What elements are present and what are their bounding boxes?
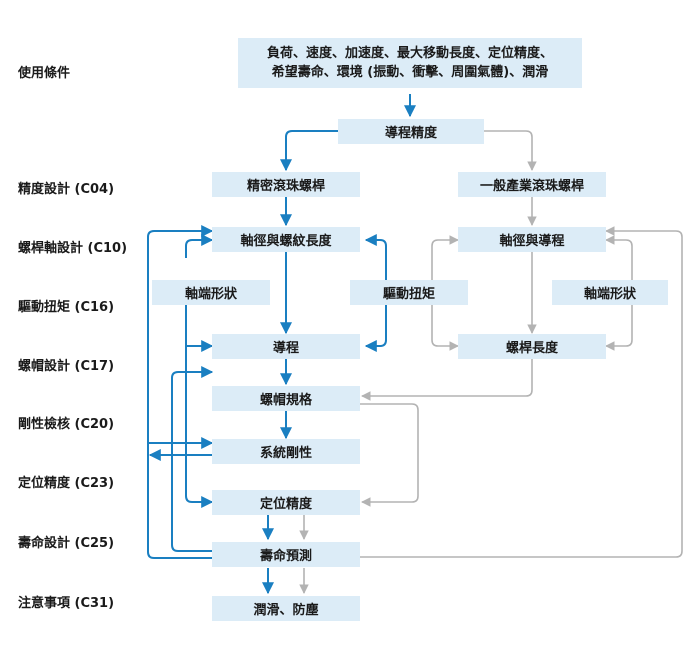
end-shape-box-right: 軸端形狀 — [552, 280, 668, 305]
screw-length-box: 螺桿長度 — [458, 334, 606, 359]
label-drive-torque: 驅動扭矩 (C16) — [18, 300, 115, 315]
usage-conditions-line1: 負荷、速度、加速度、最大移動長度、定位精度、 — [266, 46, 553, 61]
shaft-diameter-thread-length-box: 軸徑與螺紋長度 — [212, 227, 360, 252]
lead-accuracy-box: 導程精度 — [338, 119, 484, 144]
general-industrial-ball-screw-box: 一般產業滾珠螺桿 — [458, 172, 606, 197]
label-rigidity-check: 剛性檢核 (C20) — [18, 417, 115, 432]
life-prediction-box: 壽命預測 — [212, 542, 360, 567]
end-shape-box-left: 軸端形狀 — [152, 280, 270, 305]
nut-spec-box: 螺帽規格 — [212, 386, 360, 411]
lubrication-dustproof-box: 潤滑、防塵 — [212, 596, 360, 621]
label-accuracy-design: 精度設計 (C04) — [18, 182, 115, 197]
label-nut-design: 螺帽設計 (C17) — [18, 359, 115, 374]
precision-ball-screw-box: 精密滾珠螺桿 — [212, 172, 360, 197]
label-conditions: 使用條件 — [18, 66, 71, 81]
lead-box: 導程 — [212, 334, 360, 359]
shaft-diameter-lead-box: 軸徑與導程 — [458, 227, 606, 252]
label-notes: 注意事項 (C31) — [18, 596, 115, 611]
drive-torque-box: 驅動扭矩 — [350, 280, 468, 305]
usage-conditions-box: 負荷、速度、加速度、最大移動長度、定位精度、 希望壽命、環境 (振動、衝擊、周圍… — [238, 38, 582, 88]
usage-conditions-line2: 希望壽命、環境 (振動、衝擊、周圍氣體)、潤滑 — [271, 65, 549, 80]
positioning-accuracy-box: 定位精度 — [212, 490, 360, 515]
label-life-design: 壽命設計 (C25) — [18, 536, 115, 551]
label-shaft-design: 螺桿軸設計 (C10) — [18, 241, 128, 256]
system-rigidity-box: 系統剛性 — [212, 439, 360, 464]
label-positioning-accuracy: 定位精度 (C23) — [18, 476, 115, 491]
